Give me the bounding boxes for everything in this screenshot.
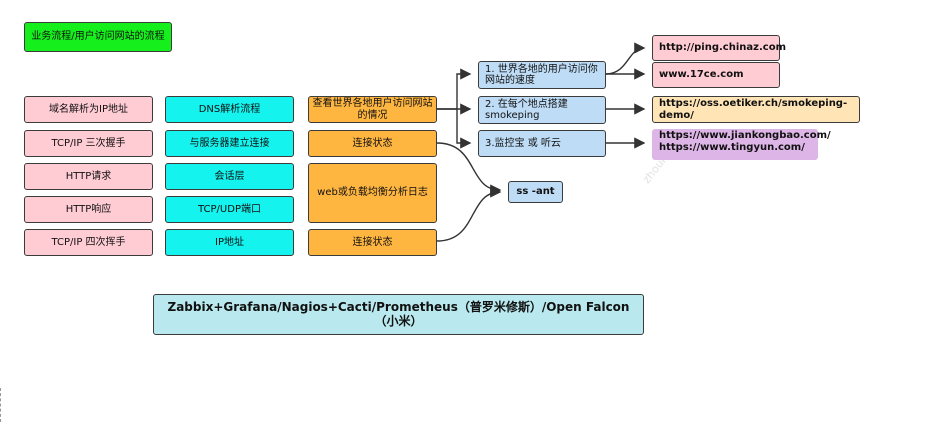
- step-http-response: HTTP响应: [24, 196, 153, 223]
- site-smokeping-demo: https://oss.oetiker.ch/smokeping-demo/: [652, 96, 860, 123]
- page-title: 业务流程/用户访问网站的流程: [24, 22, 172, 52]
- site-jiankongbao: https://www.jiankongbao.com/: [659, 130, 831, 141]
- layer-port: TCP/UDP端口: [165, 196, 294, 223]
- method-global-speed: 1. 世界各地的用户访问你网站的速度: [478, 61, 606, 89]
- step-four-way-wave: TCP/IP 四次挥手: [24, 229, 153, 256]
- edge-view-to-method3: [456, 109, 472, 149]
- edge-view-to-method1: [437, 68, 472, 110]
- monitor-connection-state: 连接状态: [308, 130, 437, 157]
- site-17ce: www.17ce.com: [652, 62, 780, 88]
- layer-session: 会话层: [165, 163, 294, 190]
- edge-method1-to-ping: [605, 42, 646, 75]
- step-three-way-handshake: TCP/IP 三次握手: [24, 130, 153, 157]
- monitor-log-analysis: web或负载均衡分析日志: [308, 163, 437, 223]
- method-smokeping: 2. 在每个地点搭建smokeping: [478, 96, 606, 124]
- site-monitoring-services: https://www.jiankongbao.com/ https://www…: [652, 129, 831, 160]
- edge-state2-to-ss: [436, 186, 502, 242]
- step-dns-resolve: 域名解析为IP地址: [24, 96, 153, 123]
- monitor-global-access: 查看世界各地用户访问网站的情况: [308, 96, 437, 123]
- monitoring-tools: Zabbix+Grafana/Nagios+Cacti/Prometheus（普…: [153, 294, 644, 335]
- method-monitoring-service: 3.监控宝 或 听云: [478, 130, 606, 157]
- command-ss-ant: ss -ant: [508, 181, 563, 203]
- site-ping-chinaz: http://ping.chinaz.com: [652, 35, 786, 61]
- layer-ip: IP地址: [165, 229, 294, 256]
- step-http-request: HTTP请求: [24, 163, 153, 190]
- layer-dns: DNS解析流程: [165, 96, 294, 123]
- monitor-connection-state-2: 连接状态: [308, 229, 437, 256]
- site-tingyun: https://www.tingyun.com/: [659, 141, 805, 153]
- layer-connection: 与服务器建立连接: [165, 130, 294, 157]
- corner-marker: [0, 388, 4, 422]
